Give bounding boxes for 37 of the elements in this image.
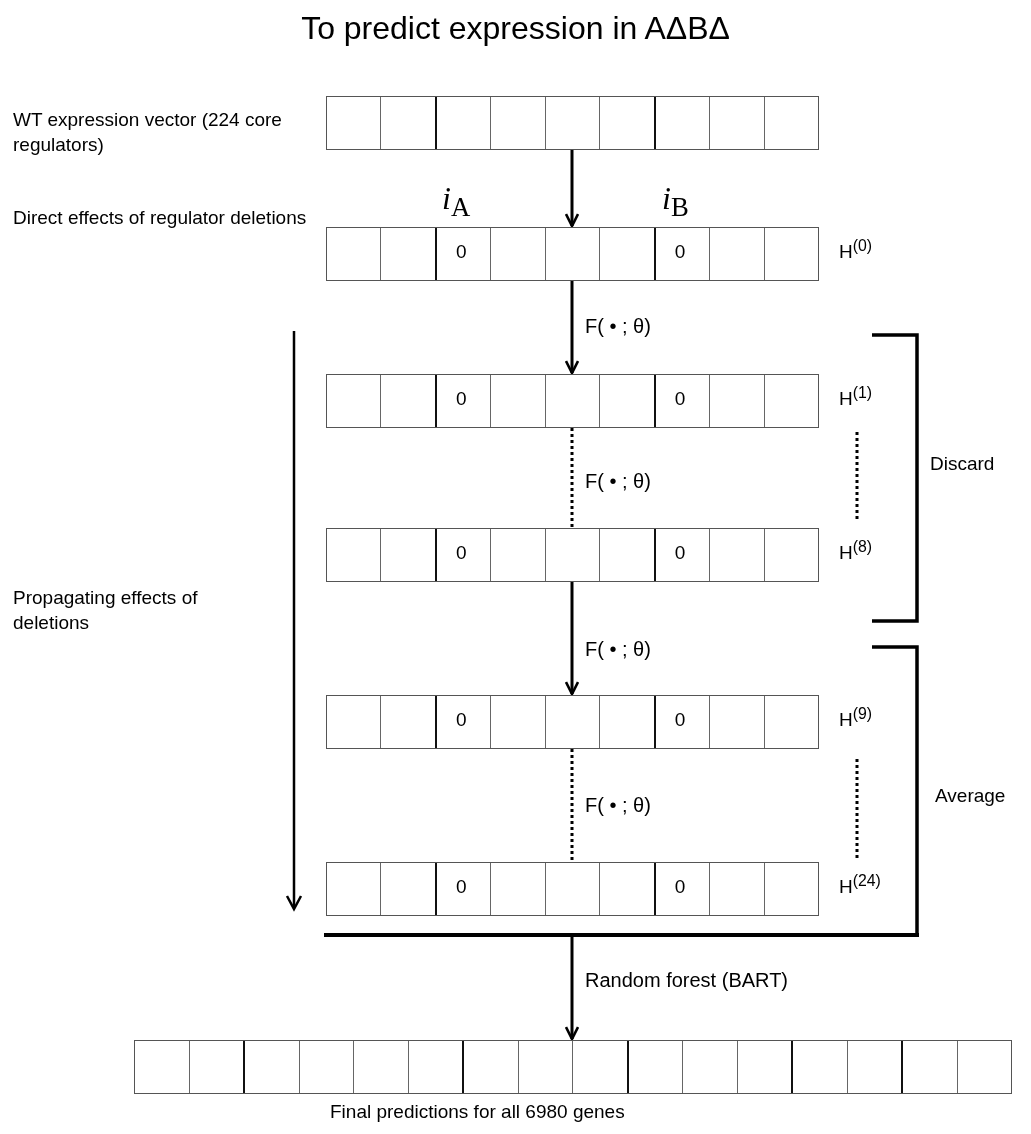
cell-value: 0: [455, 388, 467, 410]
vector-bar: [326, 374, 819, 428]
label: i$_{A}$: [442, 179, 471, 225]
label: Direct effects of regulator deletions: [13, 206, 308, 230]
node-caption: H$^{(0)}$: [839, 236, 873, 265]
dotted-connector: [570, 749, 574, 862]
arrow: [564, 150, 580, 228]
node-caption: H$^{(8)}$: [839, 537, 873, 566]
label: i$_{B}$: [662, 179, 689, 225]
node-caption: Final predictions for all 6980 genes: [330, 1100, 625, 1124]
arrow: [564, 281, 580, 375]
cell-value: 0: [674, 876, 686, 898]
title: To predict expression in AΔBΔ: [300, 10, 731, 47]
cell-value: 0: [674, 241, 686, 263]
vector-bar: [326, 96, 819, 150]
vector-bar: [134, 1040, 1012, 1094]
label: Average: [935, 784, 1006, 808]
label: WT expression vector (224 core regulators): [13, 108, 283, 157]
vector-bar: [326, 528, 819, 582]
cell-value: 0: [455, 876, 467, 898]
node-caption: H$^{(1)}$: [839, 383, 873, 412]
cell-value: 0: [674, 388, 686, 410]
arrow: [564, 937, 580, 1041]
label: Discard: [930, 452, 995, 476]
cell-value: 0: [674, 542, 686, 564]
node-caption: H$^{(24)}$: [839, 871, 881, 900]
node-caption: H$^{(9)}$: [839, 704, 873, 733]
label: Propagating effects of deletions: [13, 586, 199, 635]
vector-bar: [326, 227, 819, 281]
cell-value: 0: [455, 542, 467, 564]
cell-value: 0: [674, 709, 686, 731]
vector-bar: [326, 862, 819, 916]
cell-value: 0: [455, 709, 467, 731]
arrow: [564, 582, 580, 696]
dotted-connector: [570, 428, 574, 528]
cell-value: 0: [455, 241, 467, 263]
vector-bar: [326, 695, 819, 749]
